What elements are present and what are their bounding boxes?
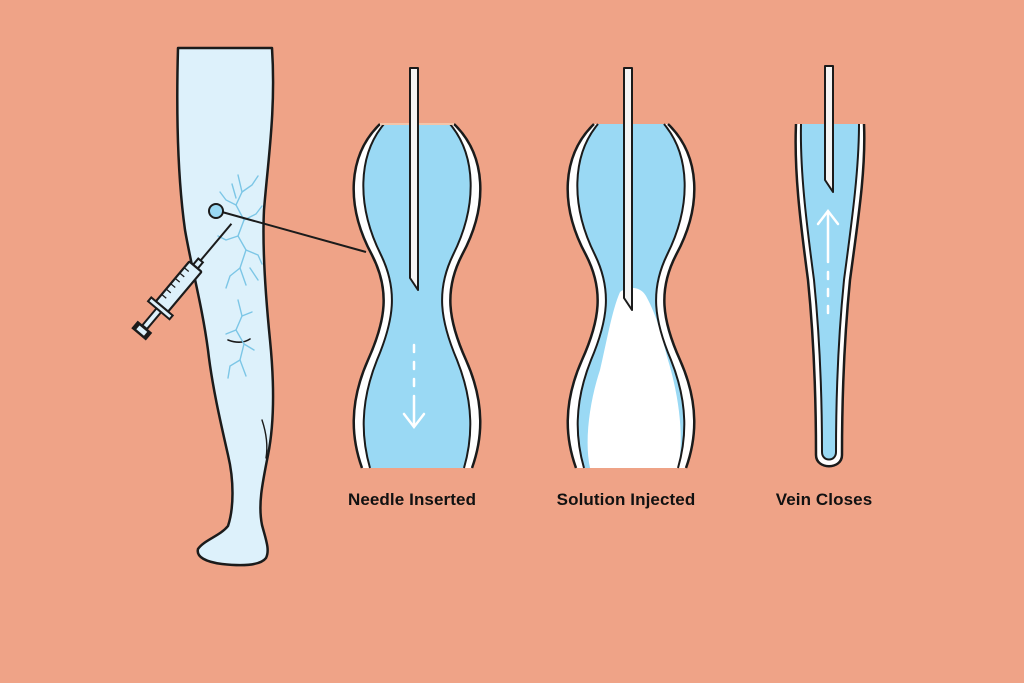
injection-site-marker [208, 203, 224, 219]
needle [623, 67, 633, 311]
vein-step-solution-injected [566, 67, 696, 469]
leg-illustration [176, 46, 367, 567]
syringe-icon [131, 223, 233, 341]
needle [409, 67, 419, 291]
flow-arrow-up-icon [816, 208, 840, 315]
knee-crease [227, 338, 251, 343]
callout-line [221, 211, 367, 253]
needle [824, 65, 834, 193]
leg-outline [176, 46, 275, 567]
sclerosant-solution [587, 287, 681, 468]
step-label-vein-closes: Vein Closes [775, 490, 873, 509]
flow-arrow-down-icon [402, 343, 426, 430]
vein-blood [800, 124, 859, 460]
vein-step-vein-closes [794, 65, 866, 468]
spider-veins [217, 174, 263, 379]
calf-line [261, 419, 268, 459]
vein-blood [363, 124, 471, 468]
step-label-solution-injected: Solution Injected [556, 490, 696, 509]
step-label-needle-inserted: Needle Inserted [347, 490, 477, 509]
vein-step-needle-inserted [352, 67, 482, 469]
